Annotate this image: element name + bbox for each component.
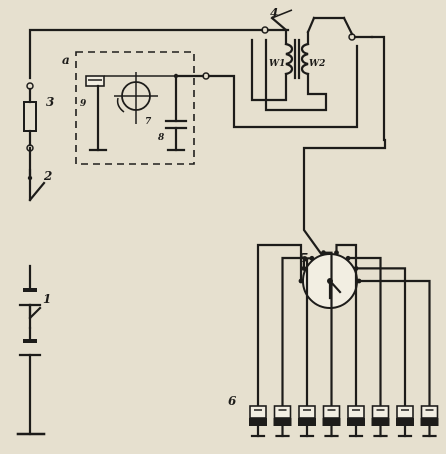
spark-plug bbox=[298, 405, 316, 438]
spark-plug-body bbox=[273, 418, 292, 426]
spark-plug-lead bbox=[305, 257, 313, 408]
spark-plug-lead bbox=[322, 251, 333, 408]
breaker-output-wire bbox=[174, 44, 359, 129]
spark-plug-insulator bbox=[322, 405, 341, 419]
battery-symbol: 1 bbox=[18, 288, 51, 357]
spark-plugs-label: 6 bbox=[228, 394, 237, 408]
ignition-coil: 4 W1 W2 bbox=[250, 6, 374, 112]
battery-label: 1 bbox=[43, 292, 51, 306]
resistor-symbol: 3 bbox=[23, 82, 54, 152]
spark-plug-insulator bbox=[347, 405, 365, 419]
spark-plug-insulator bbox=[420, 405, 439, 419]
spark-plug bbox=[371, 405, 390, 438]
spark-plug-body bbox=[396, 418, 414, 426]
spark-plug bbox=[347, 405, 365, 438]
spark-plug bbox=[396, 405, 414, 438]
spark-plug-body bbox=[249, 418, 267, 426]
breaker-contact: 9 bbox=[80, 75, 174, 152]
spark-plug-body bbox=[322, 418, 341, 426]
spark-plug-body bbox=[298, 418, 316, 426]
capacitor-label: 8 bbox=[158, 133, 165, 143]
main-supply-line bbox=[28, 28, 264, 436]
spark-plug-insulator bbox=[249, 405, 267, 419]
spark-plug-insulator bbox=[298, 405, 316, 419]
spark-plug-insulator bbox=[396, 405, 414, 419]
spark-plugs bbox=[249, 405, 439, 438]
spark-plug-body bbox=[347, 418, 365, 426]
spark-plug-body bbox=[371, 418, 390, 426]
spark-plug bbox=[249, 405, 267, 438]
coil-lever-label: 4 bbox=[270, 6, 278, 20]
high-tension-lead bbox=[302, 35, 387, 257]
breaker-capacitor: 8 bbox=[158, 73, 188, 152]
spark-plug-leads bbox=[256, 243, 431, 408]
contact-label: 9 bbox=[80, 99, 87, 109]
spark-plug-lead bbox=[355, 267, 407, 408]
breaker-frame: a bbox=[62, 51, 195, 165]
primary-winding-label: W1 bbox=[269, 59, 285, 69]
resistor-label: 3 bbox=[46, 95, 54, 109]
spark-plug-lead bbox=[256, 243, 303, 408]
secondary-winding-label: W2 bbox=[309, 59, 325, 69]
switch-label: 2 bbox=[43, 169, 52, 183]
spark-plug bbox=[273, 405, 292, 438]
spark-plug-insulator bbox=[371, 405, 390, 419]
spark-plug-lead bbox=[281, 256, 305, 408]
breaker-cam: 7 bbox=[114, 72, 158, 127]
spark-plug-lead bbox=[347, 256, 382, 408]
frame-a-label: a bbox=[62, 53, 70, 67]
spark-plug bbox=[420, 405, 439, 438]
spark-plug-body bbox=[420, 418, 439, 426]
cam-label: 7 bbox=[145, 117, 152, 127]
spark-plug-lead bbox=[357, 279, 431, 408]
spark-plug-insulator bbox=[273, 405, 292, 419]
spark-plug bbox=[322, 405, 341, 438]
ignition-switch: 2 bbox=[27, 168, 52, 202]
spark-plug-lead bbox=[335, 243, 358, 408]
